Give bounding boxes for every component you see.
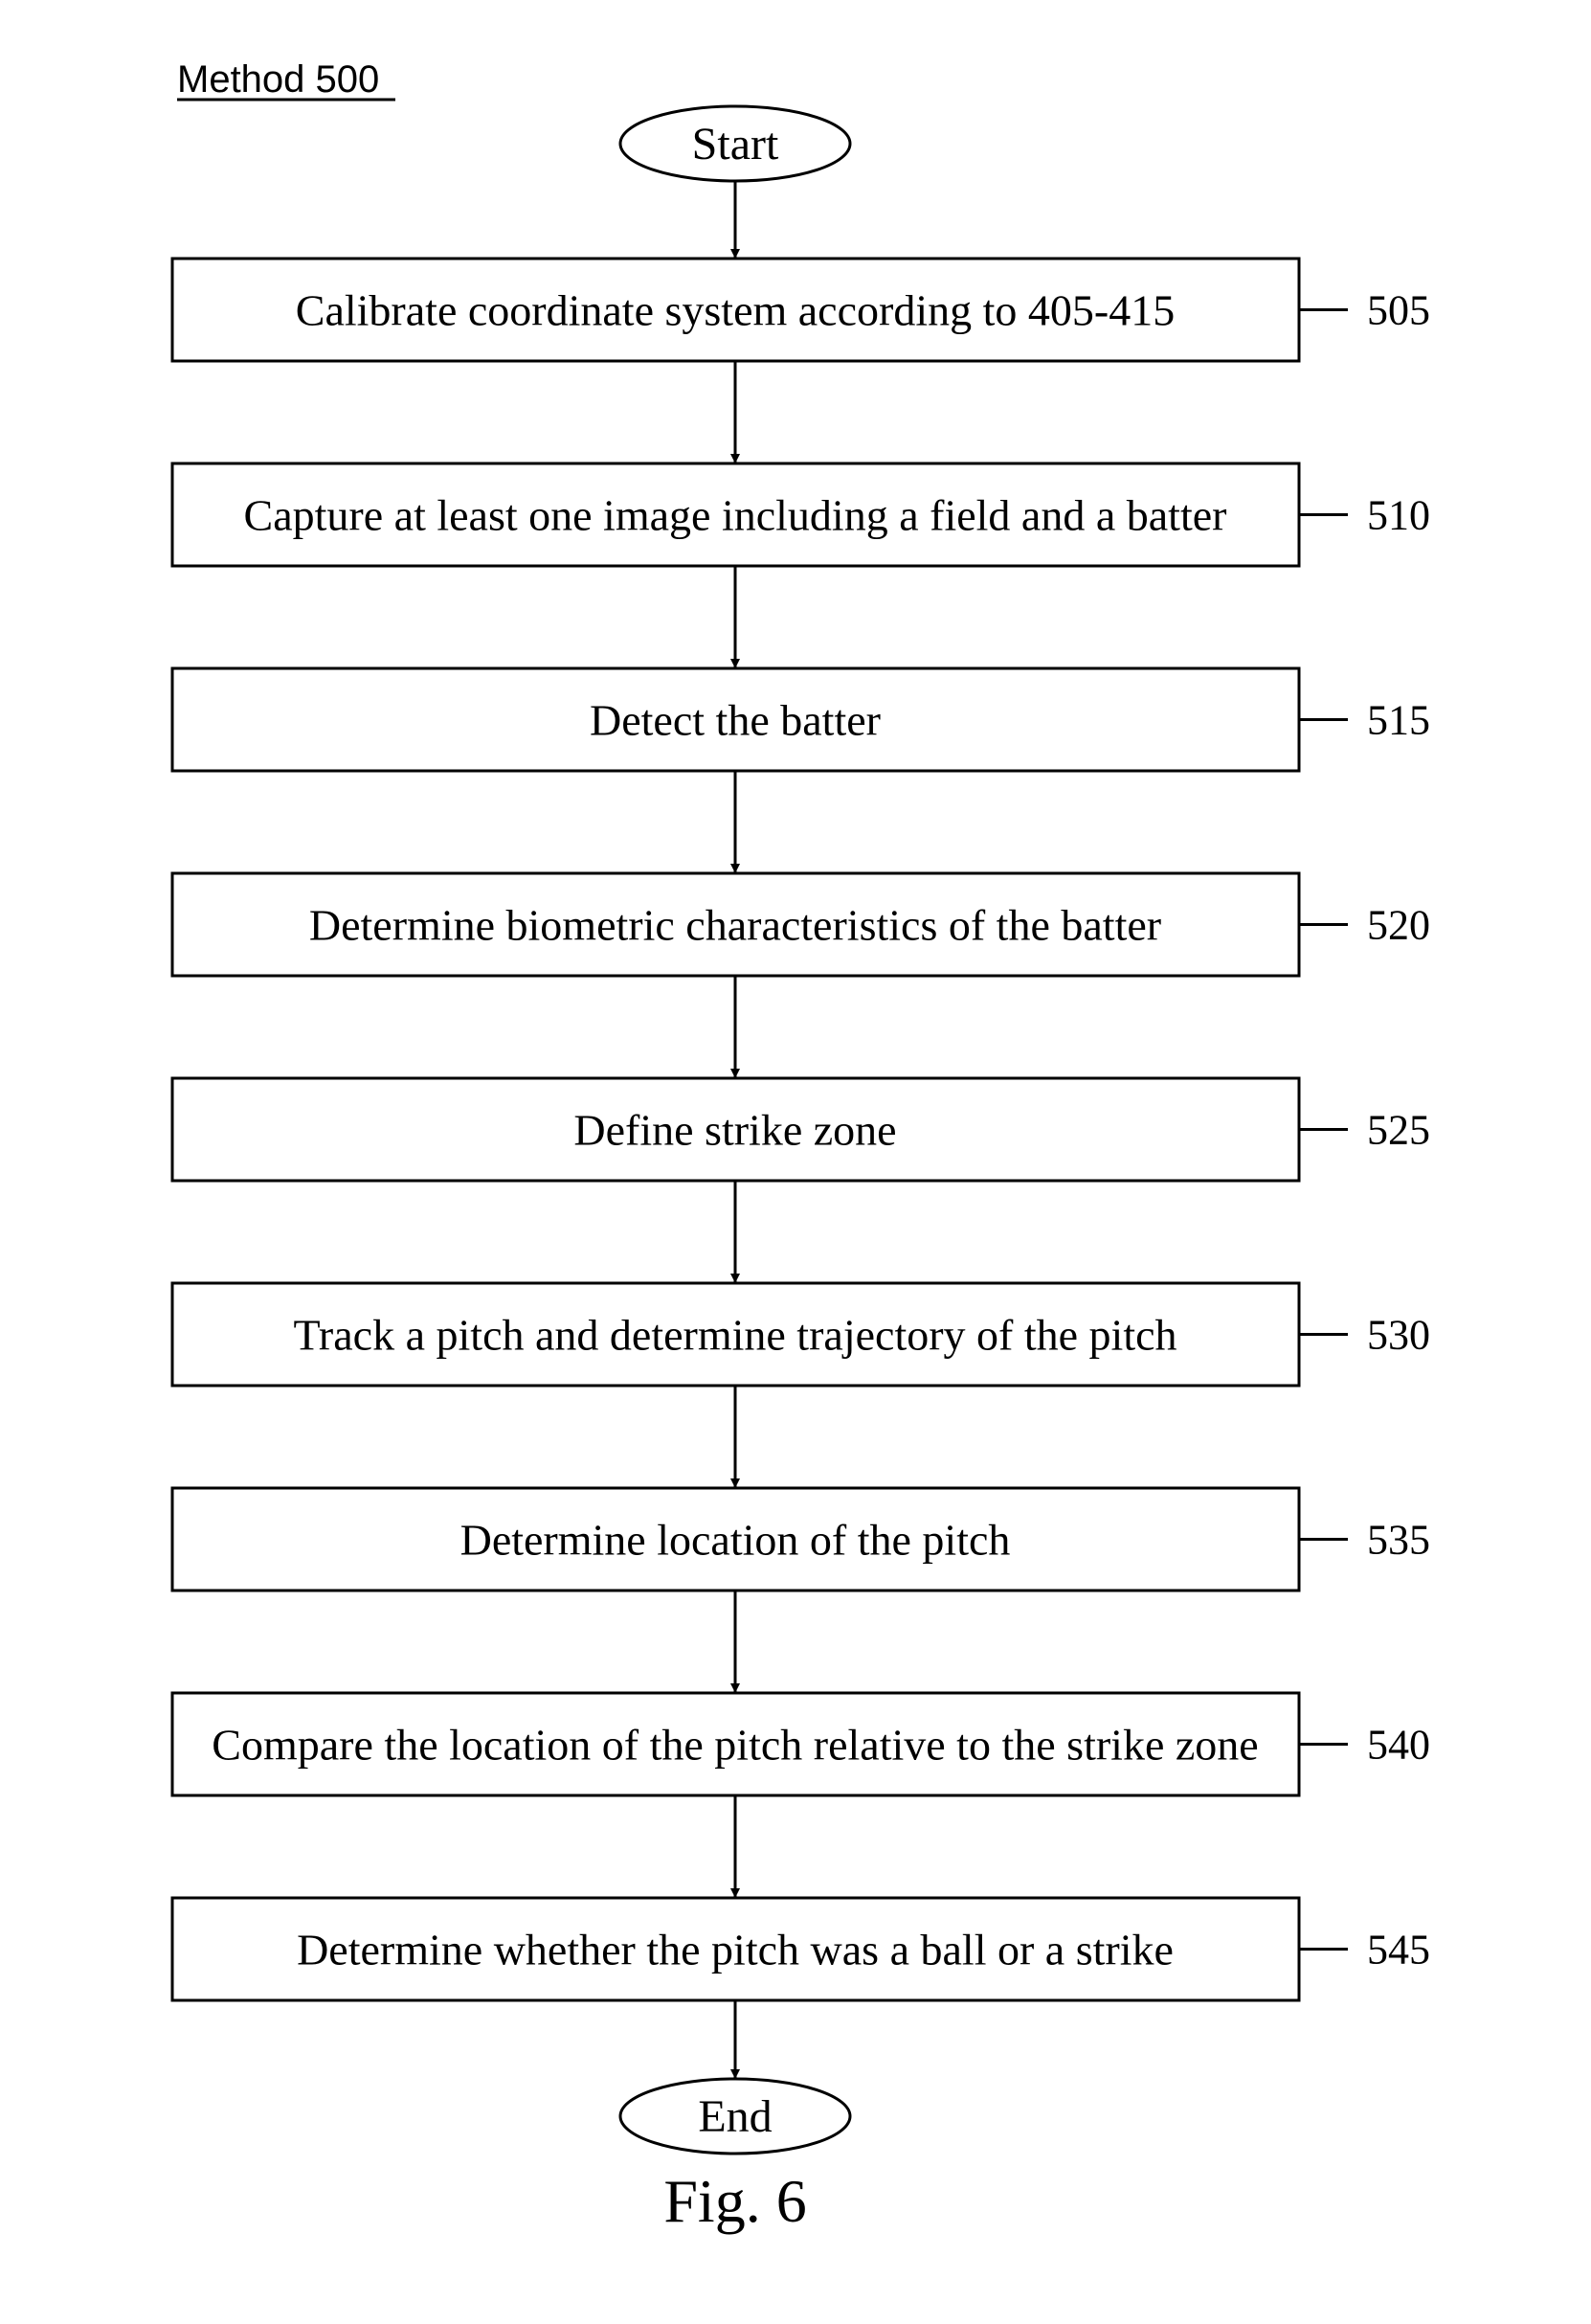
reference-numeral: 510 <box>1367 492 1430 539</box>
process-box <box>170 1281 1301 1388</box>
process-step-label: Determine location of the pitch <box>460 1516 1011 1565</box>
process-step: Compare the location of the pitch relati… <box>170 1691 1430 1797</box>
reference-numeral: 520 <box>1367 902 1430 949</box>
process-box <box>170 666 1301 773</box>
process-step-label: Capture at least one image including a f… <box>244 491 1227 540</box>
reference-numeral: 515 <box>1367 697 1430 744</box>
process-step-label: Detect the batter <box>590 696 881 745</box>
process-step-label: Compare the location of the pitch relati… <box>212 1721 1258 1770</box>
method-label: Method 500 <box>177 58 379 101</box>
process-steps: Calibrate coordinate system according to… <box>170 257 1430 2002</box>
process-step-label: Track a pitch and determine trajectory o… <box>293 1311 1176 1360</box>
process-step: Determine whether the pitch was a ball o… <box>170 1896 1430 2002</box>
process-step-label: Calibrate coordinate system according to… <box>296 286 1175 335</box>
reference-numeral: 540 <box>1367 1722 1430 1769</box>
reference-numeral: 505 <box>1367 287 1430 334</box>
process-step: Calibrate coordinate system according to… <box>170 257 1430 363</box>
reference-numeral: 545 <box>1367 1927 1430 1974</box>
process-step: Capture at least one image including a f… <box>170 462 1430 568</box>
end-ellipse <box>618 2077 852 2155</box>
process-step: Define strike zone 525 <box>170 1076 1430 1183</box>
reference-numeral: 530 <box>1367 1312 1430 1359</box>
process-step-label: Define strike zone <box>573 1106 896 1155</box>
start-terminal: Start <box>618 104 852 183</box>
figure-caption: Fig. 6 <box>663 2167 806 2235</box>
reference-numeral: 535 <box>1367 1517 1430 1564</box>
end-terminal: End <box>618 2077 852 2155</box>
process-step-label: Determine whether the pitch was a ball o… <box>297 1926 1174 1974</box>
end-label: End <box>698 2091 772 2142</box>
process-step: Detect the batter 515 <box>170 666 1430 773</box>
process-step: Track a pitch and determine trajectory o… <box>170 1281 1430 1388</box>
process-step: Determine location of the pitch 535 <box>170 1486 1430 1592</box>
process-step: Determine biometric characteristics of t… <box>170 871 1430 978</box>
reference-numeral: 525 <box>1367 1107 1430 1154</box>
start-label: Start <box>692 119 779 169</box>
process-step-label: Determine biometric characteristics of t… <box>309 901 1161 950</box>
process-box <box>170 1691 1301 1797</box>
